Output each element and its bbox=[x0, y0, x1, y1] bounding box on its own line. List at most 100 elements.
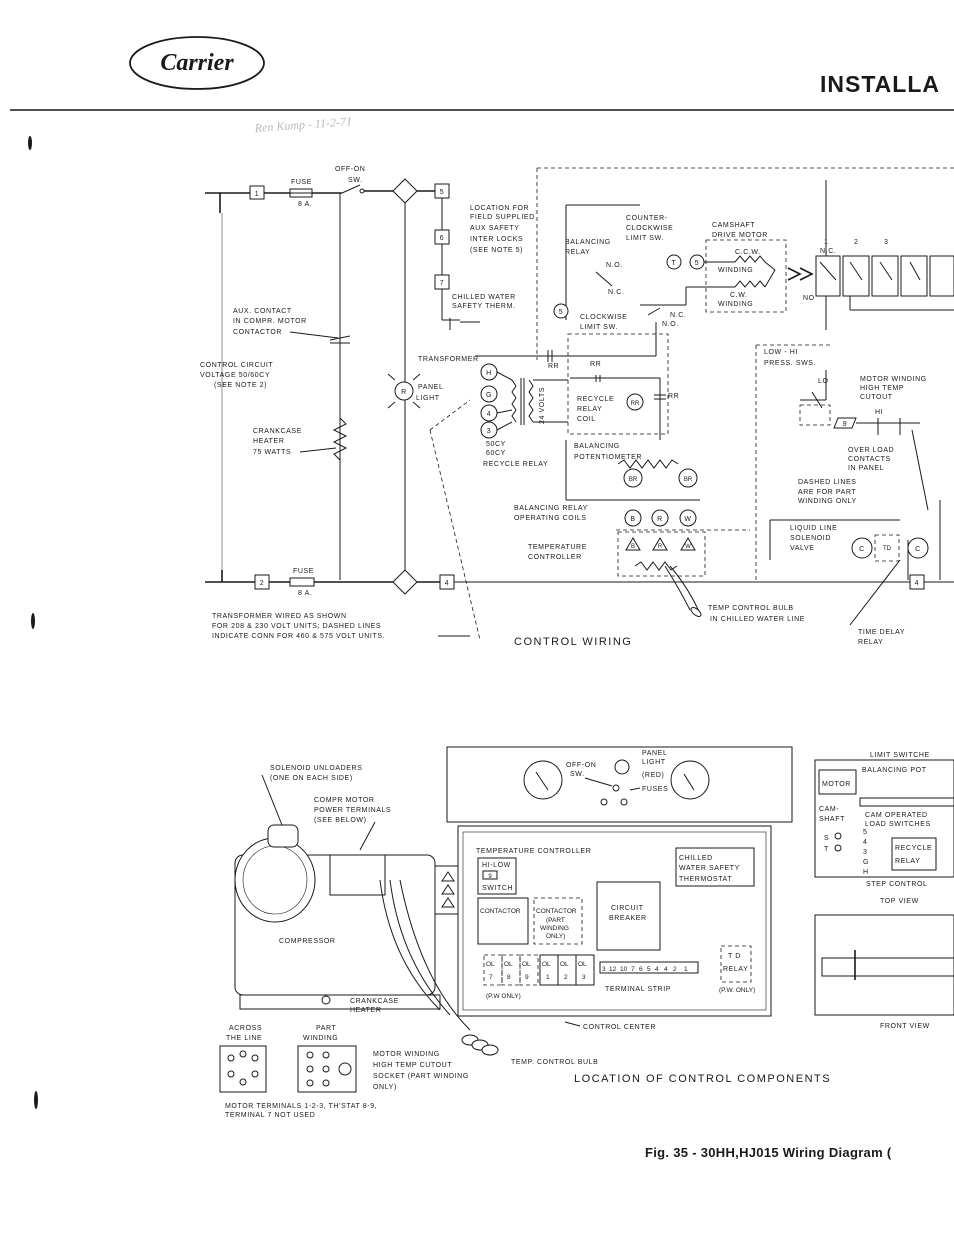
svg-text:FUSE: FUSE bbox=[291, 179, 312, 186]
svg-text:MOTOR WINDING: MOTOR WINDING bbox=[860, 376, 927, 383]
svg-text:COIL: COIL bbox=[577, 416, 596, 423]
svg-text:3: 3 bbox=[884, 239, 889, 246]
svg-text:2: 2 bbox=[260, 580, 265, 587]
transformer-secondary bbox=[528, 379, 534, 423]
carrier-logo-oval bbox=[129, 36, 265, 90]
cutout-socket bbox=[338, 1062, 352, 1076]
control-box-top bbox=[446, 746, 793, 823]
chilled-water-thermostat bbox=[675, 847, 755, 887]
svg-text:RECYCLE RELAY: RECYCLE RELAY bbox=[483, 461, 548, 468]
svg-text:INTER LOCKS: INTER LOCKS bbox=[470, 236, 523, 243]
svg-text:VALVE: VALVE bbox=[790, 545, 815, 552]
svg-text:RR: RR bbox=[668, 393, 679, 400]
svg-text:9: 9 bbox=[488, 874, 492, 880]
svg-text:TRANSFORMER: TRANSFORMER bbox=[418, 356, 479, 363]
svg-text:(P.W. ONLY): (P.W. ONLY) bbox=[719, 987, 755, 994]
svg-text:ONLY): ONLY) bbox=[546, 933, 565, 940]
balancing-relay-br-2 bbox=[678, 468, 698, 488]
svg-text:RELAY: RELAY bbox=[858, 639, 883, 646]
junction-diamond-top bbox=[392, 178, 418, 204]
location-title: LOCATION OF CONTROL COMPONENTS bbox=[574, 1073, 831, 1085]
svg-text:1: 1 bbox=[255, 191, 260, 198]
svg-text:BREAKER: BREAKER bbox=[609, 915, 647, 922]
svg-text:2: 2 bbox=[673, 966, 677, 973]
svg-text:SWITCH: SWITCH bbox=[482, 885, 513, 892]
svg-text:OPERATING COILS: OPERATING COILS bbox=[514, 515, 587, 522]
cam-switch-4 bbox=[900, 255, 928, 297]
svg-text:3: 3 bbox=[602, 966, 606, 973]
svg-text:7: 7 bbox=[489, 974, 493, 981]
svg-text:ACROSS: ACROSS bbox=[229, 1025, 262, 1032]
svg-text:RECYCLE: RECYCLE bbox=[895, 845, 932, 852]
svg-text:N.C.: N.C. bbox=[820, 248, 836, 255]
svg-text:LIGHT: LIGHT bbox=[642, 759, 666, 766]
svg-text:CONTACTOR: CONTACTOR bbox=[480, 908, 521, 915]
temp-controller-box bbox=[617, 531, 706, 577]
svg-text:POWER TERMINALS: POWER TERMINALS bbox=[314, 807, 391, 814]
svg-text:N.C.: N.C. bbox=[608, 289, 624, 296]
svg-text:WINDING: WINDING bbox=[718, 267, 753, 274]
svg-text:PANEL: PANEL bbox=[418, 384, 443, 391]
svg-text:TEMP CONTROL BULB: TEMP CONTROL BULB bbox=[708, 605, 794, 612]
panel-light-r bbox=[394, 381, 414, 401]
svg-text:COUNTER-: COUNTER- bbox=[626, 215, 668, 222]
svg-text:9: 9 bbox=[843, 421, 848, 428]
carrier-logo-text: Carrier bbox=[160, 50, 234, 76]
relay-coil-b bbox=[624, 509, 642, 527]
svg-text:BALANCING POT: BALANCING POT bbox=[862, 767, 927, 774]
svg-text:CONTROL CIRCUIT: CONTROL CIRCUIT bbox=[200, 362, 273, 369]
solenoid-c bbox=[851, 537, 873, 559]
svg-text:TD: TD bbox=[883, 546, 892, 552]
svg-text:4: 4 bbox=[915, 580, 920, 587]
svg-text:CLOCKWISE: CLOCKWISE bbox=[626, 225, 673, 232]
triangle-terminal-w bbox=[441, 897, 455, 908]
svg-text:TEMP. CONTROL BULB: TEMP. CONTROL BULB bbox=[511, 1059, 598, 1066]
svg-text:OFF-ON: OFF-ON bbox=[335, 166, 365, 173]
cam-switch-1 bbox=[815, 255, 841, 297]
terminal-strip: 3 12 10 7 6 5 4 4 2 1 TERMINAL STRIP bbox=[599, 961, 699, 993]
svg-text:LOCATION FOR: LOCATION FOR bbox=[470, 205, 529, 212]
svg-text:OL: OL bbox=[560, 961, 569, 968]
svg-text:OVER LOAD: OVER LOAD bbox=[848, 447, 894, 454]
terminal-4-right bbox=[909, 574, 925, 590]
svg-text:LOW - HI: LOW - HI bbox=[764, 349, 798, 356]
svg-text:H: H bbox=[863, 869, 869, 876]
svg-text:SOLENOID: SOLENOID bbox=[790, 535, 831, 542]
temp-ctrl-b bbox=[625, 537, 641, 551]
svg-text:BALANCING RELAY: BALANCING RELAY bbox=[514, 505, 588, 512]
svg-text:T D: T D bbox=[728, 953, 741, 960]
svg-text:7: 7 bbox=[440, 280, 445, 287]
svg-text:RR: RR bbox=[548, 363, 559, 370]
svg-text:G: G bbox=[863, 859, 869, 866]
svg-text:IN COMPR. MOTOR: IN COMPR. MOTOR bbox=[233, 318, 307, 325]
svg-text:RR: RR bbox=[590, 361, 601, 368]
svg-text:PRESS. SWS.: PRESS. SWS. bbox=[764, 360, 816, 367]
svg-text:HEATER: HEATER bbox=[350, 1007, 381, 1014]
svg-text:CLOCKWISE: CLOCKWISE bbox=[580, 314, 627, 321]
triangle-terminal-b bbox=[441, 871, 455, 882]
svg-text:CONTROLLER: CONTROLLER bbox=[528, 554, 582, 561]
motor-terminal-box bbox=[329, 854, 386, 896]
svg-text:RR: RR bbox=[631, 401, 640, 407]
transformer-primary bbox=[511, 379, 517, 423]
svg-text:12: 12 bbox=[609, 966, 617, 973]
svg-text:SOLENOID UNLOADERS: SOLENOID UNLOADERS bbox=[270, 765, 363, 772]
temp-ctrl-w bbox=[680, 537, 696, 551]
cutout-9 bbox=[833, 417, 857, 429]
fuse-bottom bbox=[289, 577, 315, 587]
svg-text:LIMIT SW.: LIMIT SW. bbox=[626, 235, 664, 242]
svg-text:PART: PART bbox=[316, 1025, 337, 1032]
svg-text:CONTACTOR: CONTACTOR bbox=[536, 908, 577, 915]
recycle-relay-coil-rr bbox=[626, 393, 644, 411]
svg-text:2: 2 bbox=[564, 974, 568, 981]
svg-text:10: 10 bbox=[620, 966, 628, 973]
svg-text:4: 4 bbox=[445, 580, 450, 587]
svg-text:TERMINAL STRIP: TERMINAL STRIP bbox=[605, 986, 671, 993]
svg-text:C.W.: C.W. bbox=[730, 292, 748, 299]
svg-text:1: 1 bbox=[684, 966, 688, 973]
svg-text:LO: LO bbox=[818, 378, 829, 385]
panel-light-red bbox=[614, 759, 630, 775]
svg-text:1: 1 bbox=[546, 974, 550, 981]
svg-text:C: C bbox=[915, 546, 921, 553]
svg-text:8: 8 bbox=[507, 974, 511, 981]
